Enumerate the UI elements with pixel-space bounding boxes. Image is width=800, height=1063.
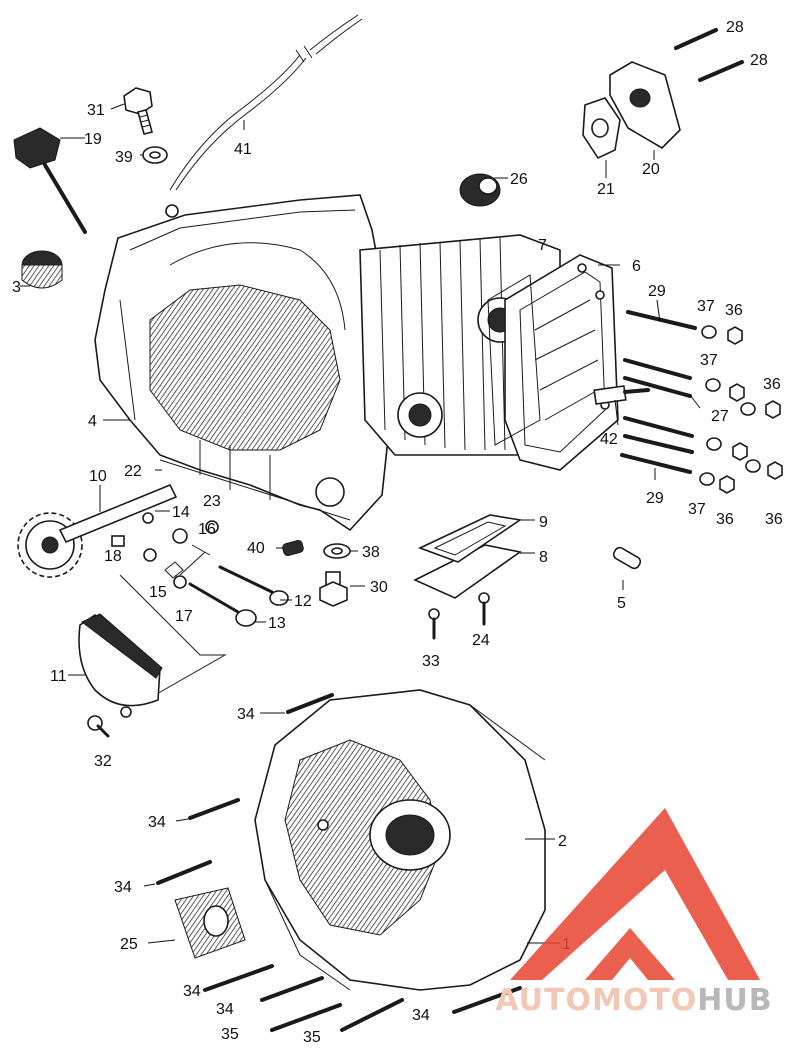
label-36d: 36 bbox=[765, 511, 783, 528]
logo-triangle-inner bbox=[585, 928, 675, 980]
valve-13 bbox=[188, 582, 257, 627]
label-23: 23 bbox=[203, 493, 221, 510]
label-34c: 34 bbox=[114, 879, 132, 896]
label-29b: 29 bbox=[646, 490, 664, 507]
small-parts-group bbox=[111, 512, 227, 696]
oil-strainer bbox=[21, 250, 63, 289]
label-16: 16 bbox=[198, 521, 216, 538]
valve-12 bbox=[218, 565, 289, 606]
bolts-34-35 bbox=[156, 693, 522, 1032]
label-35b: 35 bbox=[303, 1029, 321, 1046]
logo-triangle-outer bbox=[510, 808, 760, 980]
label-32: 32 bbox=[94, 753, 112, 770]
label-41: 41 bbox=[234, 141, 252, 158]
label-33: 33 bbox=[422, 653, 440, 670]
part-labels: 1 2 3 4 5 6 7 8 9 10 11 12 13 14 15 16 1… bbox=[12, 19, 783, 1046]
label-25: 25 bbox=[120, 936, 138, 953]
label-27: 27 bbox=[711, 408, 729, 425]
lower-crankcase bbox=[254, 689, 546, 991]
label-9: 9 bbox=[539, 514, 548, 531]
washer-38 bbox=[323, 543, 351, 559]
label-26: 26 bbox=[510, 171, 528, 188]
label-17: 17 bbox=[175, 608, 193, 625]
bolt-31 bbox=[123, 87, 153, 135]
label-20: 20 bbox=[642, 161, 660, 178]
label-10: 10 bbox=[89, 468, 107, 485]
washers-37 bbox=[699, 325, 761, 486]
label-22: 22 bbox=[124, 463, 142, 480]
label-37a: 37 bbox=[697, 298, 715, 315]
label-24: 24 bbox=[472, 632, 490, 649]
studs-29-27 bbox=[620, 310, 697, 474]
label-37b: 37 bbox=[700, 352, 718, 369]
label-12: 12 bbox=[294, 593, 312, 610]
label-19: 19 bbox=[84, 131, 102, 148]
label-30: 30 bbox=[370, 579, 388, 596]
label-37c: 37 bbox=[688, 501, 706, 518]
label-36c: 36 bbox=[716, 511, 734, 528]
label-11: 11 bbox=[50, 668, 67, 685]
rubber-bushing-25 bbox=[174, 887, 246, 959]
brand-wordmark: AUTOMOTOHUB bbox=[474, 983, 794, 1018]
label-36a: 36 bbox=[725, 302, 743, 319]
label-8: 8 bbox=[539, 549, 548, 566]
drive-gear bbox=[17, 483, 178, 578]
label-42: 42 bbox=[600, 431, 618, 448]
label-40: 40 bbox=[247, 540, 265, 557]
label-34d: 34 bbox=[183, 983, 201, 1000]
nuts-36 bbox=[719, 326, 783, 494]
label-21: 21 bbox=[597, 181, 615, 198]
intake-bracket bbox=[609, 61, 681, 150]
label-4: 4 bbox=[88, 413, 97, 430]
drain-plug-30 bbox=[319, 571, 348, 607]
oil-seal bbox=[459, 173, 501, 207]
label-15: 15 bbox=[149, 584, 167, 601]
label-34f: 34 bbox=[412, 1007, 430, 1024]
label-36b: 36 bbox=[763, 376, 781, 393]
crankcase-half bbox=[94, 194, 391, 532]
label-34e: 34 bbox=[216, 1001, 234, 1018]
label-3: 3 bbox=[12, 279, 21, 296]
breather-tube bbox=[169, 14, 363, 191]
head-gasket bbox=[487, 274, 541, 446]
label-38: 38 bbox=[362, 544, 380, 561]
label-31: 31 bbox=[87, 102, 105, 119]
label-28a: 28 bbox=[726, 19, 744, 36]
label-28b: 28 bbox=[750, 52, 768, 69]
screw-24 bbox=[478, 592, 490, 626]
washer-39 bbox=[142, 146, 168, 164]
label-13: 13 bbox=[268, 615, 286, 632]
screw-33 bbox=[428, 608, 440, 640]
label-18: 18 bbox=[104, 548, 122, 565]
automotohub-logo bbox=[510, 808, 760, 980]
label-5: 5 bbox=[617, 595, 626, 612]
label-29a: 29 bbox=[648, 283, 666, 300]
label-34a: 34 bbox=[237, 706, 255, 723]
label-35a: 35 bbox=[221, 1026, 239, 1043]
cover-11 bbox=[78, 613, 163, 718]
intake-gasket bbox=[582, 97, 621, 160]
oil-dipstick bbox=[13, 127, 87, 234]
dowel-pin-5 bbox=[612, 546, 642, 570]
brand-part1: AUTOMOTO bbox=[495, 983, 698, 1018]
label-34b: 34 bbox=[148, 814, 166, 831]
label-39: 39 bbox=[115, 149, 133, 166]
dowel-pin-40 bbox=[282, 540, 304, 556]
label-2: 2 bbox=[558, 833, 567, 850]
spark-plug bbox=[593, 385, 650, 405]
label-6: 6 bbox=[632, 258, 641, 275]
bolt-32 bbox=[87, 715, 110, 738]
label-7: 7 bbox=[538, 237, 547, 254]
label-14: 14 bbox=[172, 504, 190, 521]
studs-28 bbox=[674, 28, 744, 82]
brand-part2: HUB bbox=[697, 983, 773, 1018]
